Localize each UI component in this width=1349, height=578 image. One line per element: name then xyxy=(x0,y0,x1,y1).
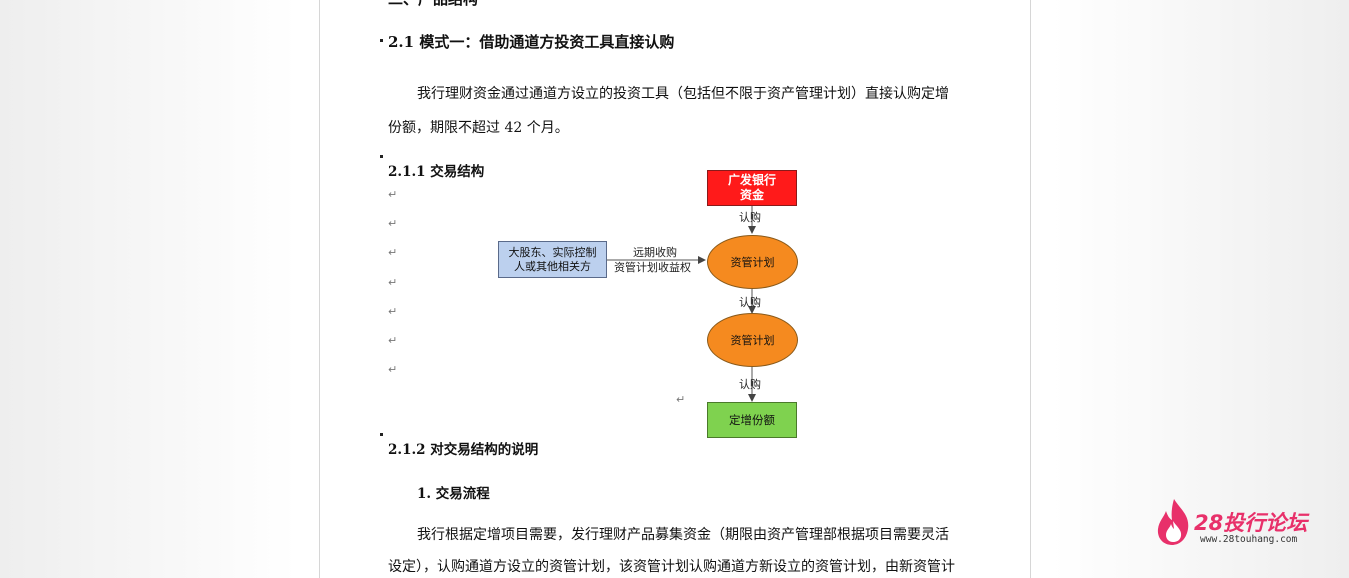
forum-logo: 28投行论坛 www.28touhang.com xyxy=(1154,497,1334,549)
asset-plan-bottom-label: 资管计划 xyxy=(730,334,775,347)
section-2-1-2-heading: 2.1.2 对交易结构的说明 xyxy=(388,442,539,458)
shareholder-label: 大股东、实际控制 人或其他相关方 xyxy=(508,245,597,273)
bank-funds-label: 广发银行 资金 xyxy=(727,173,776,202)
placement-shares-label: 定增份额 xyxy=(729,412,775,427)
section-2-1-heading: 2.1 模式一：借助通道方投资工具直接认购 xyxy=(388,33,675,51)
asset-plan-top-node: 资管计划 xyxy=(707,235,798,289)
subscribe-label-3: 认购 xyxy=(739,378,761,391)
return-mark: ↵ xyxy=(388,305,398,318)
return-mark: ↵ xyxy=(388,334,398,347)
side-edge-label-line1: 远期收购 xyxy=(633,246,677,259)
format-mark xyxy=(380,39,383,42)
forum-logo-brand: 28投行论坛 xyxy=(1194,511,1308,535)
shareholder-box: 大股东、实际控制 人或其他相关方 xyxy=(498,241,607,278)
return-mark: ↵ xyxy=(388,276,398,289)
subscribe-label-1: 认购 xyxy=(739,211,761,224)
return-mark: ↵ xyxy=(676,393,686,406)
top-heading: 二、产品结构 xyxy=(388,0,478,9)
asset-plan-top-label: 资管计划 xyxy=(730,256,775,269)
para1-line2: 份额，期限不超过 42 个月。 xyxy=(388,120,569,136)
section-2-1-1-heading: 2.1.1 交易结构 xyxy=(388,164,485,180)
return-mark: ↵ xyxy=(388,246,398,259)
forum-logo-url: www.28touhang.com xyxy=(1200,534,1298,545)
format-mark xyxy=(380,433,383,436)
para1-line1: 我行理财资金通过通道方设立的投资工具（包括但不限于资产管理计划）直接认购定增 xyxy=(417,86,949,102)
item-1-heading: 1. 交易流程 xyxy=(417,486,490,502)
return-mark: ↵ xyxy=(388,188,398,201)
subscribe-label-2: 认购 xyxy=(739,296,761,309)
bank-funds-box: 广发银行 资金 xyxy=(707,170,797,206)
para2-line1: 我行根据定增项目需要，发行理财产品募集资金（期限由资产管理部根据项目需要灵活 xyxy=(417,527,949,543)
placement-shares-box: 定增份额 xyxy=(707,402,797,438)
side-edge-label-line2: 资管计划收益权 xyxy=(614,261,691,274)
return-mark: ↵ xyxy=(388,363,398,376)
asset-plan-bottom-node: 资管计划 xyxy=(707,313,798,367)
document-page: 二、产品结构 2.1 模式一：借助通道方投资工具直接认购 我行理财资金通过通道方… xyxy=(319,0,1031,578)
return-mark: ↵ xyxy=(388,217,398,230)
flame-icon xyxy=(1157,499,1189,545)
format-mark xyxy=(380,155,383,158)
